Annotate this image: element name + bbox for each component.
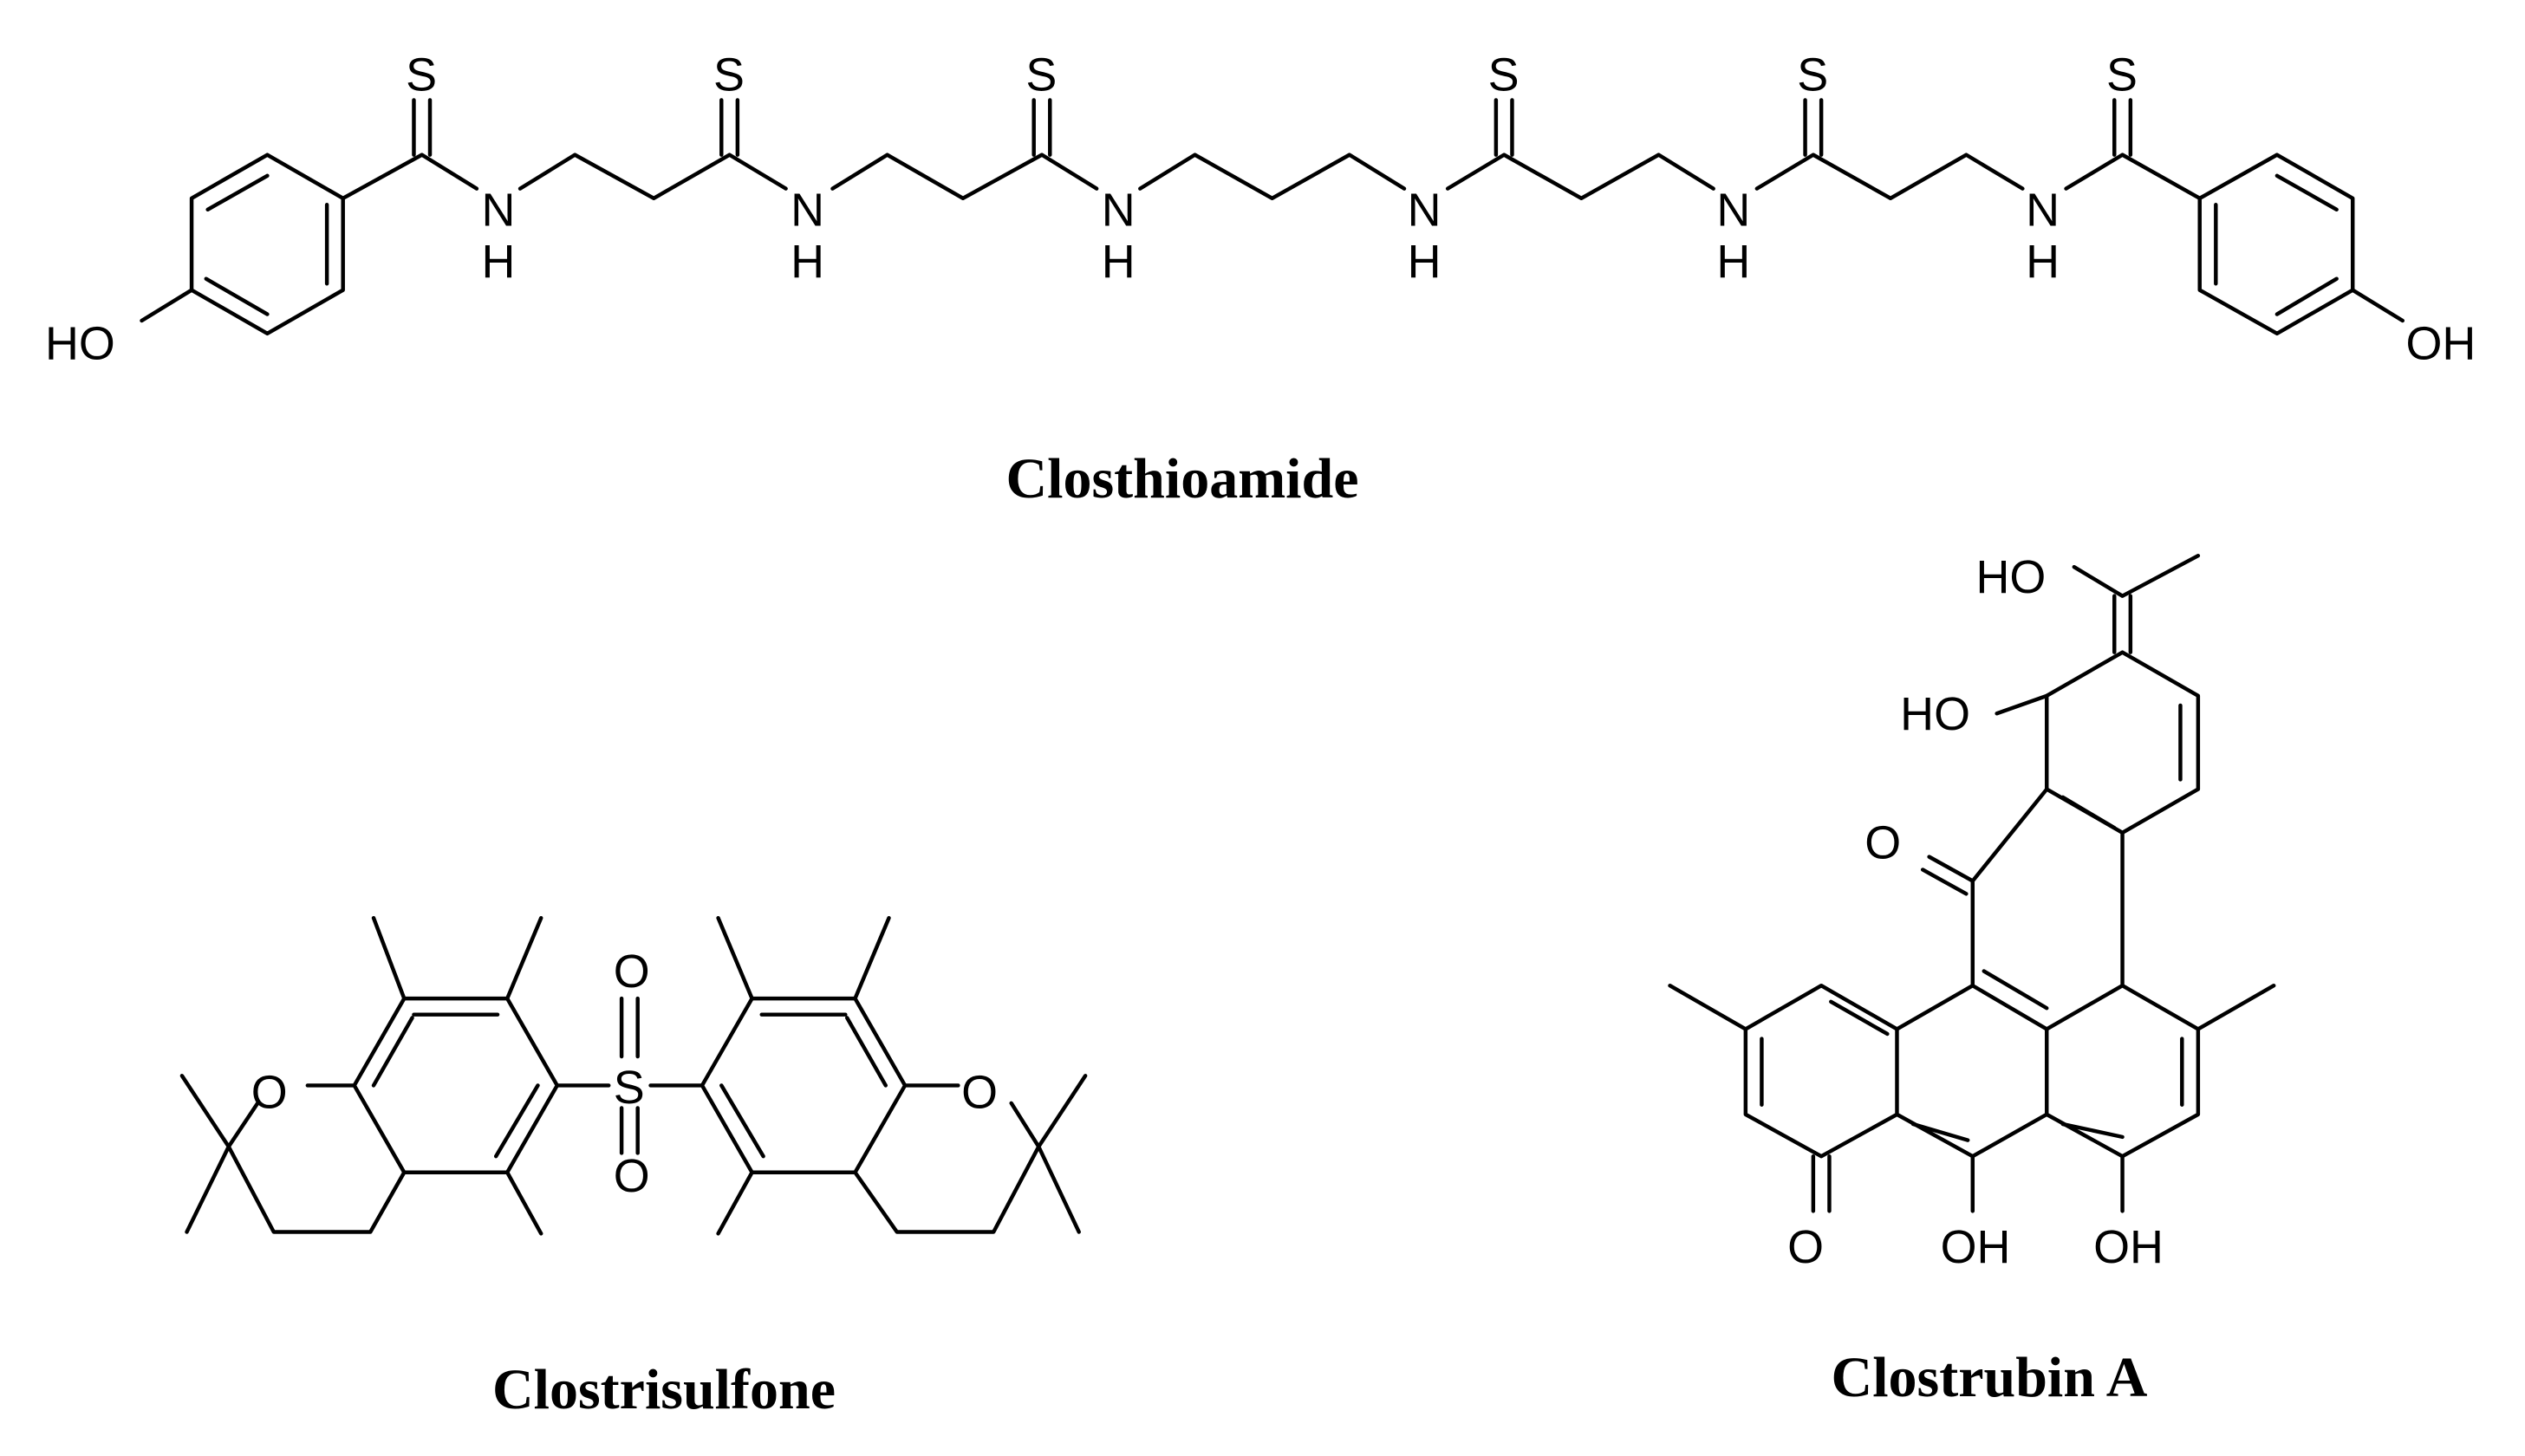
- clostrisulfone-left-ring: [352, 996, 560, 1174]
- clostrisulfone-caption: Clostrisulfone: [492, 1358, 836, 1421]
- closthioamide-right-oh-bond: [2350, 288, 2405, 323]
- closthioamide-right-ring-inner-bonds: [2214, 173, 2339, 316]
- amide-nitrogen-4: N: [1408, 184, 1441, 236]
- sulfonyl-sulfur: S: [614, 1062, 645, 1114]
- clostrisulfone-left-methyls: [179, 915, 543, 1236]
- top-ring-hydroxyl: HO: [1900, 688, 1970, 740]
- clostrisulfone-structure: O O S O O: [179, 915, 1088, 1236]
- clostrubin-caption: Clostrubin A: [1831, 1346, 2148, 1409]
- clostrubin-central-inner-bonds: [1982, 969, 2184, 1140]
- clostrubin-lower-oh-bonds: [1970, 1154, 2125, 1213]
- closthioamide-left-ring-inner-bonds: [204, 173, 329, 316]
- sulfonyl-oxygen-bottom: O: [614, 1150, 650, 1202]
- clostrubin-central-rings: [1970, 787, 2201, 1159]
- lower-ketone-oxygen: O: [1787, 1221, 1824, 1273]
- amide-hydrogen-5: H: [1716, 236, 1750, 288]
- amide-nitrogen-5: N: [1716, 184, 1750, 236]
- closthioamide-right-hydroxyl: OH: [2406, 318, 2476, 370]
- closthioamide-left-oh-bond: [140, 288, 194, 323]
- amide-hydrogen-3: H: [1102, 236, 1136, 288]
- closthioamide-left-ring: [189, 153, 345, 336]
- clostrubin-upper-carbonyl: [1920, 855, 1975, 896]
- thio-sulfur-4: S: [1488, 49, 1520, 101]
- clostrubin-structure: HO HO O O OH OH: [1668, 551, 2276, 1273]
- closthioamide-thiocarbonyl-bonds: [412, 98, 2133, 157]
- clostrisulfone-left-ring-inner-bonds: [371, 1012, 540, 1159]
- enol-hydroxyl: HO: [1975, 551, 2046, 603]
- right-ring-oxygen: O: [961, 1066, 998, 1118]
- clostrubin-left-rings: [1743, 984, 2049, 1159]
- thio-sulfur-1: S: [406, 49, 437, 101]
- thio-sulfur-2: S: [713, 49, 745, 101]
- amide-nitrogen-6: N: [2026, 184, 2060, 236]
- amide-nitrogen-1: N: [481, 184, 515, 236]
- clostrubin-top-ring-inner-bonds: [2060, 703, 2183, 830]
- clostrubin-exocyclic-enol: [2072, 553, 2201, 654]
- lower-hydroxyl-left: OH: [1941, 1221, 2011, 1273]
- thio-sulfur-6: S: [2106, 49, 2138, 101]
- closthioamide-caption: Closthioamide: [1005, 447, 1359, 510]
- left-ring-oxygen: O: [251, 1066, 288, 1118]
- amide-hydrogen-6: H: [2026, 236, 2060, 288]
- closthioamide-backbone: [341, 153, 2202, 201]
- clostrubin-top-ring: [2045, 650, 2201, 835]
- sulfonyl-oxygen-top: O: [614, 946, 650, 998]
- thio-sulfur-3: S: [1025, 49, 1057, 101]
- upper-ketone-oxygen: O: [1864, 816, 1901, 868]
- amide-nitrogen-2: N: [791, 184, 824, 236]
- thio-sulfur-5: S: [1797, 49, 1828, 101]
- clostrubin-lower-carbonyl: [1811, 1154, 1832, 1213]
- amide-hydrogen-4: H: [1408, 236, 1441, 288]
- amide-hydrogen-1: H: [481, 236, 515, 288]
- closthioamide-left-hydroxyl: HO: [45, 318, 115, 370]
- clostrisulfone-right-pyran: [853, 1083, 1041, 1234]
- closthioamide-structure: HO S S S S S S N H N H N H N H N H N H: [45, 49, 2476, 369]
- clostrisulfone-right-ring-inner-bonds: [719, 1012, 888, 1159]
- closthioamide-right-ring: [2197, 153, 2355, 336]
- clostrisulfone-right-methyls: [716, 915, 1088, 1236]
- clostrubin-right-methyl: [2196, 984, 2276, 1031]
- amide-nitrogen-3: N: [1102, 184, 1136, 236]
- clostrubin-left-inner-bonds: [1760, 999, 1970, 1142]
- lower-hydroxyl-right: OH: [2093, 1221, 2164, 1273]
- sulfonyl-bonds: [555, 996, 705, 1155]
- amide-hydrogen-2: H: [791, 236, 824, 288]
- clostrubin-top-oh-bond: [1995, 693, 2049, 716]
- clostrisulfone-left-pyran: [226, 1083, 407, 1234]
- clostrisulfone-right-ring: [700, 996, 908, 1174]
- clostrubin-left-methyl: [1668, 984, 1748, 1031]
